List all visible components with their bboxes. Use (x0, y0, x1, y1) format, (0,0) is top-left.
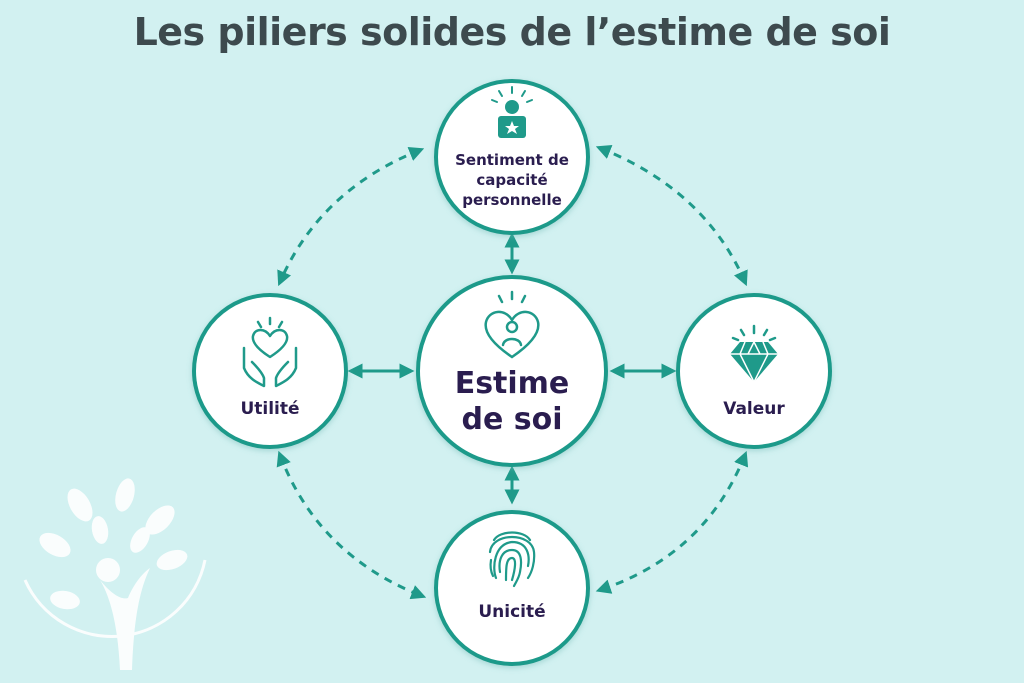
node-center-label-line2: de soi (461, 402, 563, 437)
arrow-top-right (595, 144, 748, 287)
arrow-top-left (277, 146, 425, 287)
node-center-label-line1: Estime (454, 366, 570, 401)
node-bottom-label: Unicité (478, 602, 546, 622)
node-top-label-line2: capacité (476, 171, 548, 189)
node-right-label: Valeur (723, 399, 785, 419)
tree-logo-icon (23, 478, 207, 670)
diamond-icon (730, 324, 778, 384)
hands-heart-icon (242, 316, 298, 388)
fingerprint-icon (488, 531, 536, 588)
arrow-right-bottom (595, 450, 749, 594)
arrow-left-bottom (276, 450, 427, 600)
node-bottom-circle (434, 510, 590, 666)
node-left-circle (192, 293, 348, 449)
node-top-label: Sentiment de capacité personnelle (437, 150, 587, 210)
node-top-label-line1: Sentiment de (455, 151, 569, 169)
node-center-circle (416, 275, 608, 467)
node-left-label: Utilité (240, 399, 300, 419)
node-top-circle (434, 79, 590, 235)
node-top-label-line3: personnelle (462, 191, 562, 209)
heart-person-icon (484, 290, 540, 359)
node-center-label: Estime de soi (432, 366, 592, 438)
person-star-icon (491, 86, 533, 138)
diagram-title: Les piliers solides de l’estime de soi (133, 10, 891, 54)
